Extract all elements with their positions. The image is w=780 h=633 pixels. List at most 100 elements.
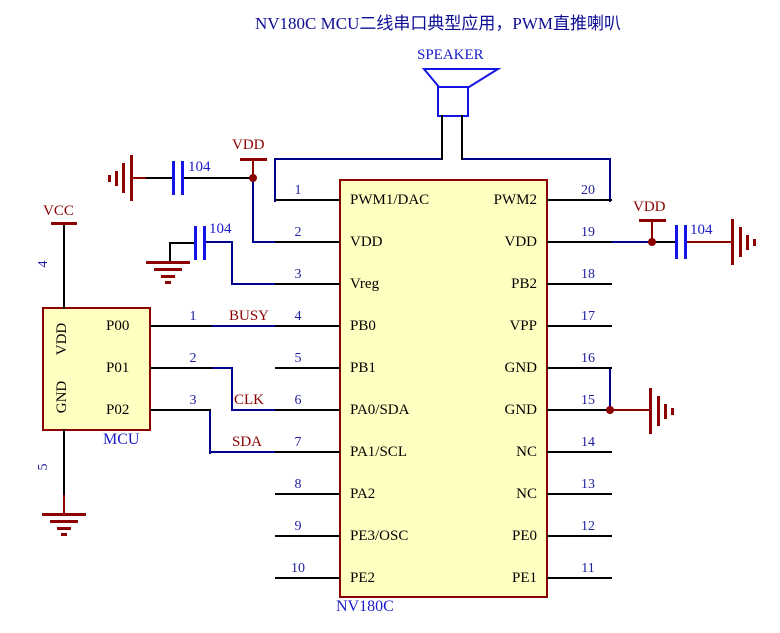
- chip-pin-lead: [547, 409, 612, 411]
- junction-dot: [648, 238, 656, 246]
- net-wire: [209, 409, 211, 454]
- schematic-title: NV180C MCU二线串口典型应用，PWM直推喇叭: [255, 14, 621, 33]
- power-wire: [63, 495, 65, 514]
- pin-number: 13: [581, 477, 595, 492]
- ground-icon: [115, 171, 118, 186]
- chip-pin-label: PA2: [350, 486, 376, 502]
- power-wire: [639, 219, 666, 222]
- chip-pin-label: Vreg: [350, 276, 380, 292]
- chip-pin-label: VDD: [350, 234, 383, 250]
- pin-number: 6: [294, 393, 302, 408]
- vcc-label: VCC: [43, 203, 74, 219]
- pin-number: 1: [294, 183, 302, 198]
- mcu-vdd-side-label: VDD: [54, 322, 70, 356]
- chip-pin-lead: [275, 493, 340, 495]
- capacitor-icon: [181, 161, 184, 195]
- ground-icon: [746, 235, 749, 250]
- lead-wire: [441, 115, 443, 160]
- vdd-top-label: VDD: [232, 137, 265, 153]
- lead-wire: [150, 367, 212, 369]
- chip-pin-label: PE2: [350, 570, 376, 586]
- chip-pin-label: PB0: [350, 318, 376, 334]
- net-wire: [212, 367, 233, 369]
- ground-icon: [165, 281, 171, 284]
- lead-wire: [184, 177, 253, 179]
- chip-pin-label: PB1: [350, 360, 376, 376]
- lead-wire: [150, 325, 212, 327]
- net-busy-label: BUSY: [229, 308, 270, 324]
- mcu-pin4-number: 4: [36, 260, 51, 268]
- lead-wire: [461, 115, 463, 160]
- power-wire: [240, 158, 267, 161]
- capacitor-icon: [172, 161, 175, 195]
- chip-pin-label: PA1/SCL: [350, 444, 407, 460]
- net-wire: [231, 409, 277, 411]
- lead-wire: [170, 242, 196, 244]
- chip-pin-lead: [547, 493, 612, 495]
- chip-nv180c: [339, 179, 548, 598]
- pin-number: 4: [294, 309, 302, 324]
- net-wire: [206, 241, 233, 243]
- pin-number: 16: [581, 351, 595, 366]
- ground-icon: [122, 163, 125, 193]
- ground-icon: [154, 268, 182, 271]
- chip-pin-lead: [275, 409, 340, 411]
- pin-number: 8: [294, 477, 302, 492]
- pin-number: 19: [581, 225, 595, 240]
- ground-icon: [57, 527, 71, 530]
- pin-number: 15: [581, 393, 595, 408]
- ground-icon: [61, 533, 67, 536]
- net-wire: [231, 283, 277, 285]
- pin-number: 17: [581, 309, 595, 324]
- pin-number: 12: [581, 519, 595, 534]
- chip-pin-label: PE0: [511, 528, 537, 544]
- net-wire: [252, 241, 277, 243]
- mcu-pin-label: P00: [106, 318, 130, 334]
- junction-dot: [249, 174, 257, 182]
- chip-pin-label: GND: [504, 402, 538, 418]
- chip-pin-lead: [547, 577, 612, 579]
- power-wire: [133, 177, 146, 179]
- chip-pin-label: NC: [516, 444, 537, 460]
- power-wire: [651, 221, 653, 242]
- mcu-pin5-number: 5: [36, 463, 51, 471]
- chip-pin-lead: [275, 367, 340, 369]
- ground-icon: [161, 275, 175, 278]
- ground-icon: [753, 239, 756, 246]
- chip-pin-lead: [275, 199, 340, 201]
- pin-number: 3: [294, 267, 302, 282]
- capacitor-icon: [203, 226, 206, 260]
- chip-pin-lead: [547, 535, 612, 537]
- speaker-body-icon: [437, 86, 469, 117]
- net-clk-label: CLK: [234, 392, 264, 408]
- lead-wire: [63, 429, 65, 497]
- chip-pin-lead: [547, 199, 612, 201]
- ground-icon: [731, 219, 734, 265]
- capacitor-icon: [194, 226, 197, 260]
- chip-pin-lead: [547, 283, 612, 285]
- lead-wire: [169, 242, 171, 263]
- cap3-value-label: 104: [690, 222, 713, 238]
- chip-pin-lead: [547, 325, 612, 327]
- mcu-gnd-side-label: GND: [54, 380, 70, 414]
- ground-icon: [146, 261, 190, 264]
- mcu-name-label: MCU: [103, 431, 140, 448]
- capacitor-icon: [684, 225, 687, 259]
- speaker-horn-icon: [421, 68, 502, 88]
- chip-pin-lead: [275, 535, 340, 537]
- net-wire: [231, 241, 233, 285]
- ground-icon: [649, 388, 652, 434]
- chip-pin-label: PA0/SDA: [350, 402, 410, 418]
- ground-icon: [664, 404, 667, 419]
- mcu-pin-number: 1: [189, 309, 197, 324]
- lead-wire: [652, 241, 677, 243]
- junction-dot: [606, 406, 614, 414]
- pin-number: 9: [294, 519, 302, 534]
- power-wire: [51, 222, 77, 225]
- net-wire: [275, 158, 443, 160]
- ground-icon: [50, 520, 78, 523]
- chip-pin-lead: [275, 451, 340, 453]
- mcu-pin-number: 2: [189, 351, 197, 366]
- power-wire: [687, 241, 732, 243]
- net-wire: [609, 367, 611, 411]
